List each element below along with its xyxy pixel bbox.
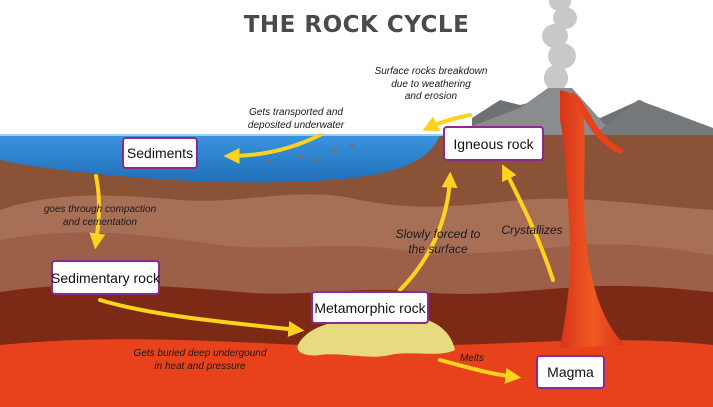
arrow-metamorphic-to-igneous bbox=[398, 171, 458, 292]
cycle-arrows bbox=[89, 113, 555, 384]
arrow-surface-to-ocean bbox=[422, 113, 472, 131]
annotation-buried: Gets buried deep undergound in heat and … bbox=[133, 348, 267, 372]
annotation-surface-breakdown: Surface rocks breakdown due to weatherin… bbox=[374, 66, 488, 102]
ocean bbox=[0, 135, 440, 183]
arrow-magma-to-igneous bbox=[502, 164, 555, 282]
sediment-particles bbox=[265, 144, 355, 164]
arrow-magma-to-metamorphic bbox=[438, 358, 522, 384]
sediments-box: Sediments bbox=[122, 137, 198, 169]
arrow-sedimentary-to-metamorphic bbox=[98, 298, 305, 337]
annotation-melts: Melts bbox=[460, 353, 484, 364]
lava-conduit bbox=[560, 90, 625, 348]
annotation-transported: Gets transported and deposited underwate… bbox=[247, 107, 345, 131]
metamorphic-zone bbox=[297, 317, 455, 357]
arrow-transport-to-sediments bbox=[223, 133, 322, 164]
layer-magma bbox=[0, 339, 713, 407]
page-title: THE ROCK CYCLE bbox=[243, 12, 470, 38]
annotation-crystallizes: Crystallizes bbox=[501, 223, 563, 237]
metamorphic-rock-box: Metamorphic rock bbox=[311, 291, 429, 324]
annotation-slowly-forced: Slowly forced to the surface bbox=[395, 227, 481, 256]
arrow-sediments-to-sedimentary bbox=[89, 174, 106, 250]
annotation-compaction: goes through compaction and cementation bbox=[43, 204, 157, 228]
volcano-smoke bbox=[542, 0, 577, 91]
magma-box: Magma bbox=[536, 355, 605, 389]
sedimentary-rock-box: Sedimentary rock bbox=[51, 260, 160, 295]
lava-flow bbox=[570, 92, 625, 154]
igneous-rock-box: Igneous rock bbox=[443, 126, 544, 161]
